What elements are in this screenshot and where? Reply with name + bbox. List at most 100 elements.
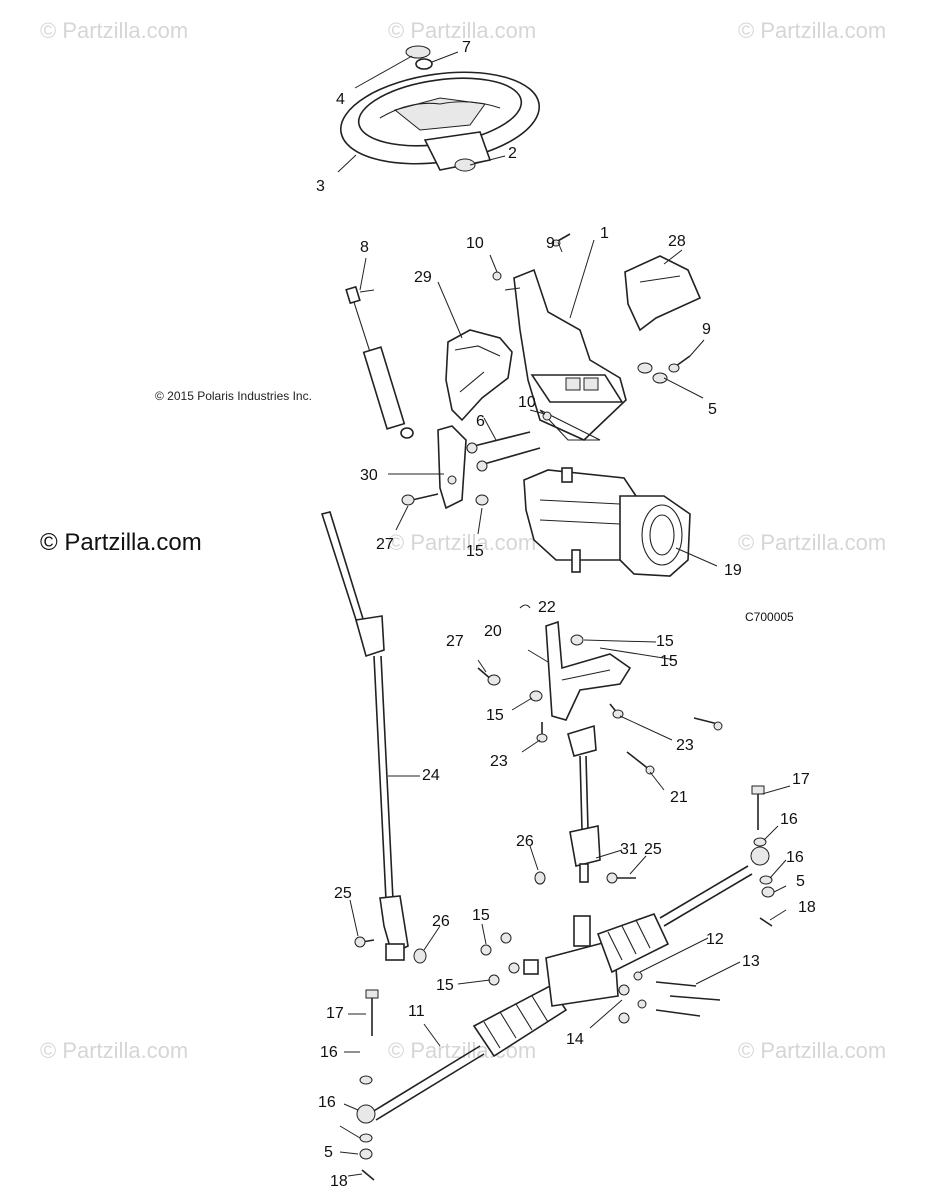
callout-16-right-2: 16 [786, 849, 804, 866]
callout-16-right: 16 [780, 811, 798, 828]
callout-4: 4 [336, 91, 345, 108]
bolts-13 [655, 981, 721, 1017]
bolt-right-mid [693, 717, 723, 731]
nut-15-top [475, 494, 489, 506]
washer-12 [633, 971, 643, 981]
callout-15-bracket-2: 15 [660, 653, 678, 670]
callout-15-left: 15 [486, 707, 504, 724]
callout-26-right: 26 [516, 833, 534, 850]
nut-15-rack-2 [500, 932, 512, 944]
nut-10-top [492, 271, 502, 281]
callout-11: 11 [408, 1003, 425, 1020]
bolt-23-right [609, 703, 624, 719]
watermark: © Partzilla.com [738, 18, 886, 43]
nut-5-right [761, 886, 775, 898]
lower-bracket-20 [519, 604, 632, 721]
callout-6: 6 [476, 413, 485, 430]
callout-20: 20 [484, 623, 502, 640]
callout-18-right: 18 [798, 899, 816, 916]
callout-5-top: 5 [708, 401, 717, 418]
gas-strut [345, 285, 414, 439]
callout-27-lower: 27 [446, 633, 464, 650]
callout-8: 8 [360, 239, 369, 256]
callout-10-mid: 10 [518, 394, 536, 411]
callout-18-left: 18 [330, 1173, 348, 1190]
bolt-9-right [668, 355, 691, 373]
intermediate-shaft-31 [567, 724, 601, 883]
callout-29: 29 [414, 269, 432, 286]
callout-7: 7 [462, 39, 471, 56]
callout-27-top: 27 [376, 536, 394, 553]
watermark-layer: © Partzilla.com © Partzilla.com © Partzi… [40, 18, 886, 1063]
nut-5-top-2 [652, 372, 668, 384]
partzilla-copyright: © Partzilla.com [40, 529, 202, 556]
callout-28: 28 [668, 233, 686, 250]
washer-16-right [753, 837, 767, 847]
bolt-17-left [365, 989, 379, 1036]
watermark: © Partzilla.com [388, 18, 536, 43]
washer-14 [618, 984, 630, 996]
nut-15-rack-3 [488, 974, 500, 986]
nut-26-right [534, 871, 546, 885]
callout-16-left: 16 [320, 1044, 338, 1061]
washer-16-left [359, 1075, 373, 1085]
watermark: © Partzilla.com [388, 530, 536, 555]
bolt-6 [466, 431, 541, 472]
yoke-30 [437, 425, 467, 510]
callout-31: 31 [620, 841, 638, 858]
callout-17-left: 17 [326, 1005, 344, 1022]
nut-15-bracket [570, 634, 584, 646]
nut-5-left [359, 1148, 373, 1160]
callout-23-right: 23 [676, 737, 694, 754]
washer-16-left-2 [359, 1133, 373, 1143]
cover-29 [445, 329, 513, 422]
steering-rack [356, 846, 770, 1124]
callout-9-top: 9 [546, 235, 555, 252]
bolt-21 [626, 751, 655, 775]
callout-5-left: 5 [324, 1144, 333, 1161]
callout-12: 12 [706, 931, 724, 948]
callout-9-right: 9 [702, 321, 711, 338]
callout-5-right: 5 [796, 873, 805, 890]
polaris-copyright: © 2015 Polaris Industries Inc. [155, 389, 312, 403]
callout-25-right: 25 [644, 841, 662, 858]
washer-12-b [637, 999, 647, 1009]
watermark: © Partzilla.com [40, 1038, 188, 1063]
nut-26-left [413, 948, 427, 964]
callout-26-left: 26 [432, 913, 450, 930]
watermark: © Partzilla.com [40, 18, 188, 43]
steering-wheel [339, 45, 541, 172]
callout-13: 13 [742, 953, 760, 970]
watermark: © Partzilla.com [738, 1038, 886, 1063]
nut-15-rack-4 [508, 962, 520, 974]
callout-2: 2 [508, 145, 517, 162]
callout-21: 21 [670, 789, 688, 806]
bolt-17-right [751, 785, 765, 830]
nut-5-top [637, 362, 653, 374]
bolt-27-lower [477, 667, 501, 686]
diagram-code: C700005 [745, 610, 794, 624]
nut-10-mid [542, 411, 552, 421]
steering-column-bracket [504, 268, 627, 441]
callout-1: 1 [600, 225, 609, 242]
cover-28 [624, 255, 702, 332]
bolt-9-top [551, 233, 571, 247]
washer-16-right-2 [759, 875, 773, 885]
leader-lines [337, 51, 791, 1177]
callout-19: 19 [724, 562, 742, 579]
callout-15-rack-2: 15 [436, 977, 454, 994]
watermark: © Partzilla.com [738, 530, 886, 555]
callout-25-left: 25 [334, 885, 352, 902]
bolt-25-left [354, 936, 375, 948]
callout-3: 3 [316, 178, 325, 195]
bolt-25-right [606, 872, 636, 884]
bolt-27-top [401, 493, 439, 506]
callout-23-left: 23 [490, 753, 508, 770]
callout-24: 24 [422, 767, 440, 784]
pin-18-right [759, 917, 773, 927]
callout-30: 30 [360, 467, 378, 484]
callout-15-bracket: 15 [656, 633, 674, 650]
callout-17-right: 17 [792, 771, 810, 788]
nut-15-left [529, 690, 543, 702]
